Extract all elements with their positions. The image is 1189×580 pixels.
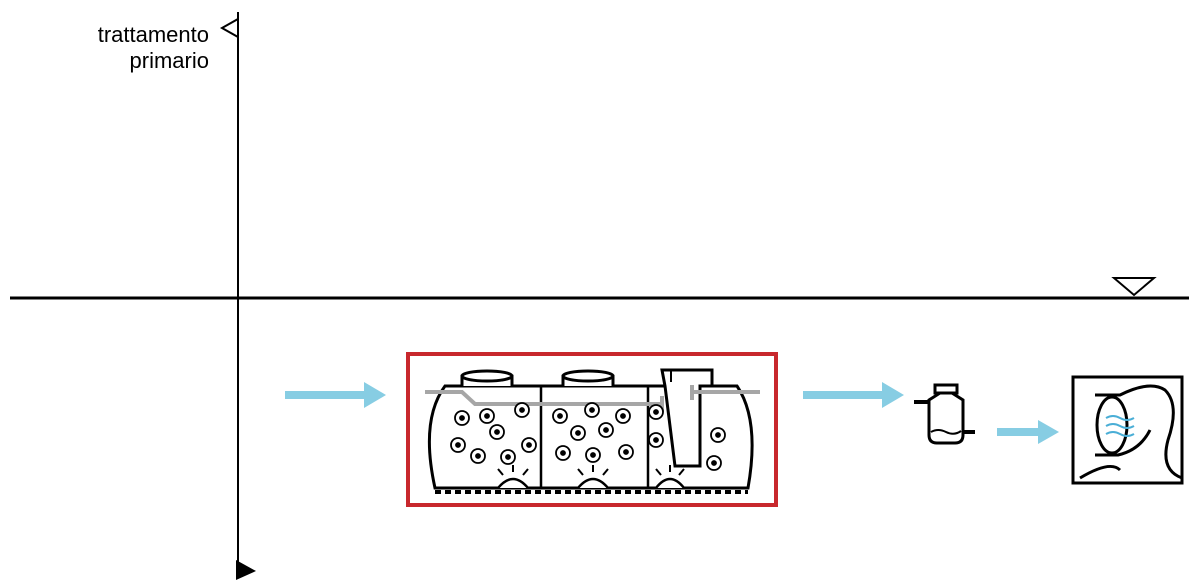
stage-label-line2: primario bbox=[129, 48, 209, 73]
water-level-icon bbox=[1111, 277, 1157, 297]
septic-tank-icon bbox=[427, 368, 754, 494]
pipe bbox=[425, 385, 760, 412]
inspection-well-icon bbox=[914, 383, 975, 445]
stage-label-line1: trattamento bbox=[97, 22, 209, 47]
triangle-left-icon bbox=[219, 17, 239, 39]
highlight-frame bbox=[406, 352, 778, 507]
stage-label: trattamento primario bbox=[98, 22, 209, 74]
triangle-down-icon bbox=[236, 560, 256, 580]
arrow-right-icon bbox=[803, 382, 904, 408]
discharge-icon bbox=[1071, 375, 1184, 485]
arrow-right-icon bbox=[997, 420, 1059, 444]
bubbles bbox=[450, 402, 726, 471]
arrow-right-icon bbox=[285, 382, 386, 408]
